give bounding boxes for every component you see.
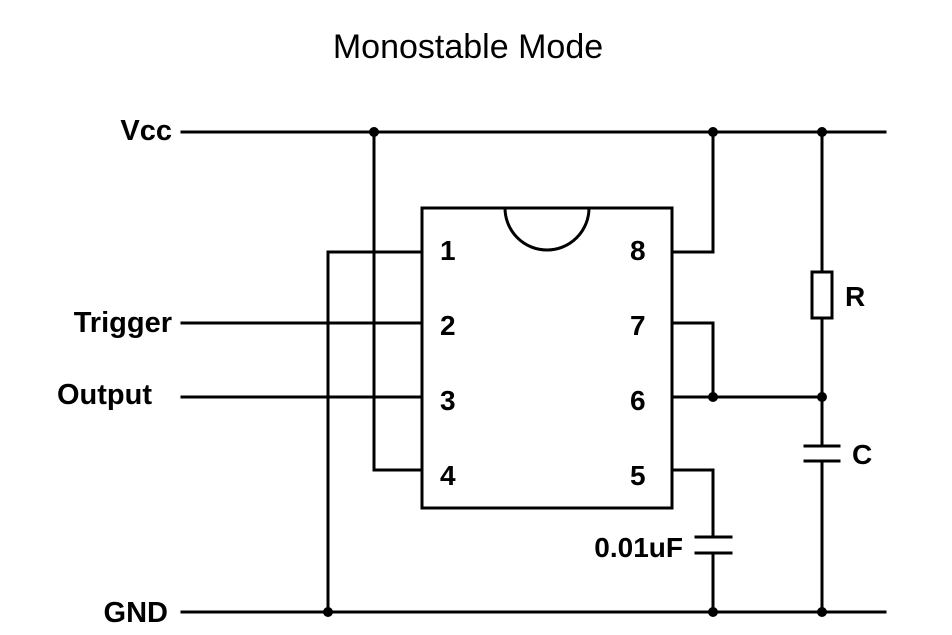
junction-dot-vcc-r [817,127,827,137]
trigger-label: Trigger [74,307,172,339]
timing-capacitor-label: C [852,439,872,470]
pin-8-vcc-wire [670,130,715,254]
ic-notch [503,207,591,252]
resistor-r [810,270,834,320]
pin-5-wire [670,468,715,539]
control-capacitor-label: 0.01uF [594,532,683,563]
pin-4-vcc-wire [372,130,424,472]
resistor-label: R [845,281,865,312]
pin-8-number: 8 [630,235,646,266]
junction-dot-pin6-pin7 [708,392,718,402]
timer-ic-body [420,206,674,510]
vcc-label: Vcc [120,115,172,147]
junction-dot-gnd-pin1 [323,607,333,617]
pin-2-number: 2 [440,310,456,341]
junction-dot-rc-node [817,392,827,402]
pin-3-number: 3 [440,385,456,416]
pin-7-number: 7 [630,310,646,341]
pin-1-number: 1 [440,235,456,266]
output-label: Output [57,379,152,411]
gnd-label: GND [104,597,168,629]
junction-dot-gnd-c [817,607,827,617]
pin-6-number: 6 [630,385,646,416]
pin-4-number: 4 [440,460,456,491]
junction-dot-vcc-pin4 [369,127,379,137]
junction-dot-gnd-control-cap [708,607,718,617]
pin-7-wire [670,321,715,399]
diagram-title: Monostable Mode [333,28,603,66]
pin-1-gnd-wire [326,250,424,614]
junction-dot-vcc-pin8 [708,127,718,137]
pin-5-number: 5 [630,460,646,491]
